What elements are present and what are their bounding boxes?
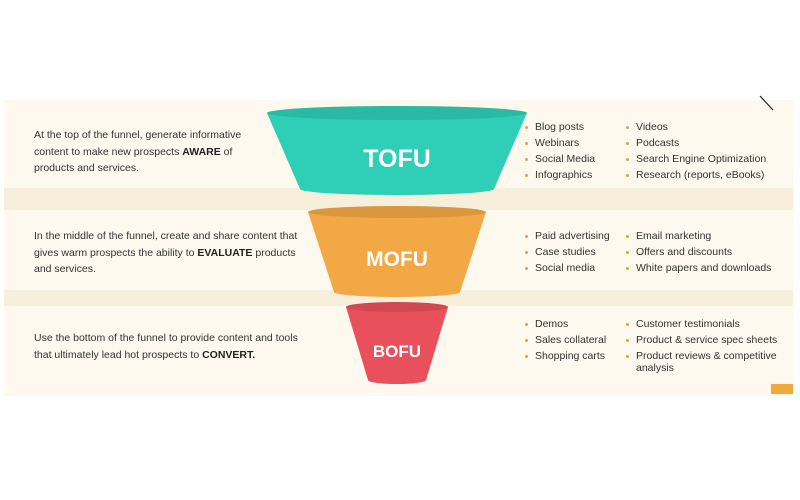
mofu-description: In the middle of the funnel, create and …	[34, 228, 309, 278]
tofu-desc-keyword: AWARE	[182, 145, 221, 158]
mofu-segment: MOFU	[308, 206, 486, 297]
tofu-desc-end: of products and services.	[34, 145, 233, 175]
list-item: Research (reports, eBooks)	[626, 167, 766, 183]
list-item: Offers and discounts	[626, 244, 771, 260]
bofu-list-left: Demos Sales collateral Shopping carts	[525, 316, 606, 364]
mofu-desc-end: products and services.	[34, 246, 296, 276]
band-gap	[4, 290, 793, 306]
tofu-label: TOFU	[363, 145, 431, 173]
bofu-desc-keyword: CONVERT.	[202, 348, 256, 361]
tofu-desc-text: At the top of the funnel, generate infor…	[34, 129, 242, 158]
corner-accent	[771, 384, 793, 394]
bofu-list-right: Customer testimonials Product & service …	[626, 316, 796, 374]
bofu-shape	[346, 307, 448, 384]
bofu-description: Use the bottom of the funnel to provide …	[34, 330, 312, 363]
bofu-desc-text: Use the bottom of the funnel to provide …	[34, 332, 298, 361]
list-item: Blog posts	[525, 119, 595, 135]
list-item: Demos	[525, 316, 606, 332]
tofu-shape	[267, 113, 527, 195]
list-item: Videos	[626, 119, 766, 135]
list-item: Product reviews & competitive analysis	[626, 348, 796, 374]
list-item: Webinars	[525, 135, 595, 151]
list-item: Infographics	[525, 167, 595, 183]
list-item: Social media	[525, 260, 610, 276]
list-item: Shopping carts	[525, 348, 606, 364]
list-item: White papers and downloads	[626, 260, 771, 276]
list-item: Social Media	[525, 151, 595, 167]
list-item: Customer testimonials	[626, 316, 796, 332]
bofu-segment: BOFU	[346, 302, 448, 384]
mofu-desc-keyword: EVALUATE	[197, 246, 253, 259]
tofu-rim	[267, 106, 527, 120]
mofu-desc-text: In the middle of the funnel, create and …	[34, 230, 298, 259]
corner-line	[759, 95, 774, 111]
band-gap	[4, 188, 793, 210]
tofu-list-left: Blog posts Webinars Social Media Infogra…	[525, 119, 595, 183]
mofu-list-right: Email marketing Offers and discounts Whi…	[626, 228, 771, 276]
tofu-description: At the top of the funnel, generate infor…	[34, 127, 274, 177]
mofu-label: MOFU	[366, 248, 428, 271]
tofu-segment: TOFU	[267, 106, 527, 195]
mofu-shape	[308, 212, 486, 297]
list-item: Sales collateral	[525, 332, 606, 348]
bofu-label: BOFU	[373, 342, 421, 361]
tofu-list-right: Videos Podcasts Search Engine Optimizati…	[626, 119, 766, 183]
list-item: Email marketing	[626, 228, 771, 244]
mofu-list-left: Paid advertising Case studies Social med…	[525, 228, 610, 276]
bofu-rim	[346, 302, 448, 312]
list-item: Case studies	[525, 244, 610, 260]
mofu-rim	[308, 206, 486, 218]
list-item: Paid advertising	[525, 228, 610, 244]
list-item: Product & service spec sheets	[626, 332, 796, 348]
list-item: Podcasts	[626, 135, 766, 151]
list-item: Search Engine Optimization	[626, 151, 766, 167]
